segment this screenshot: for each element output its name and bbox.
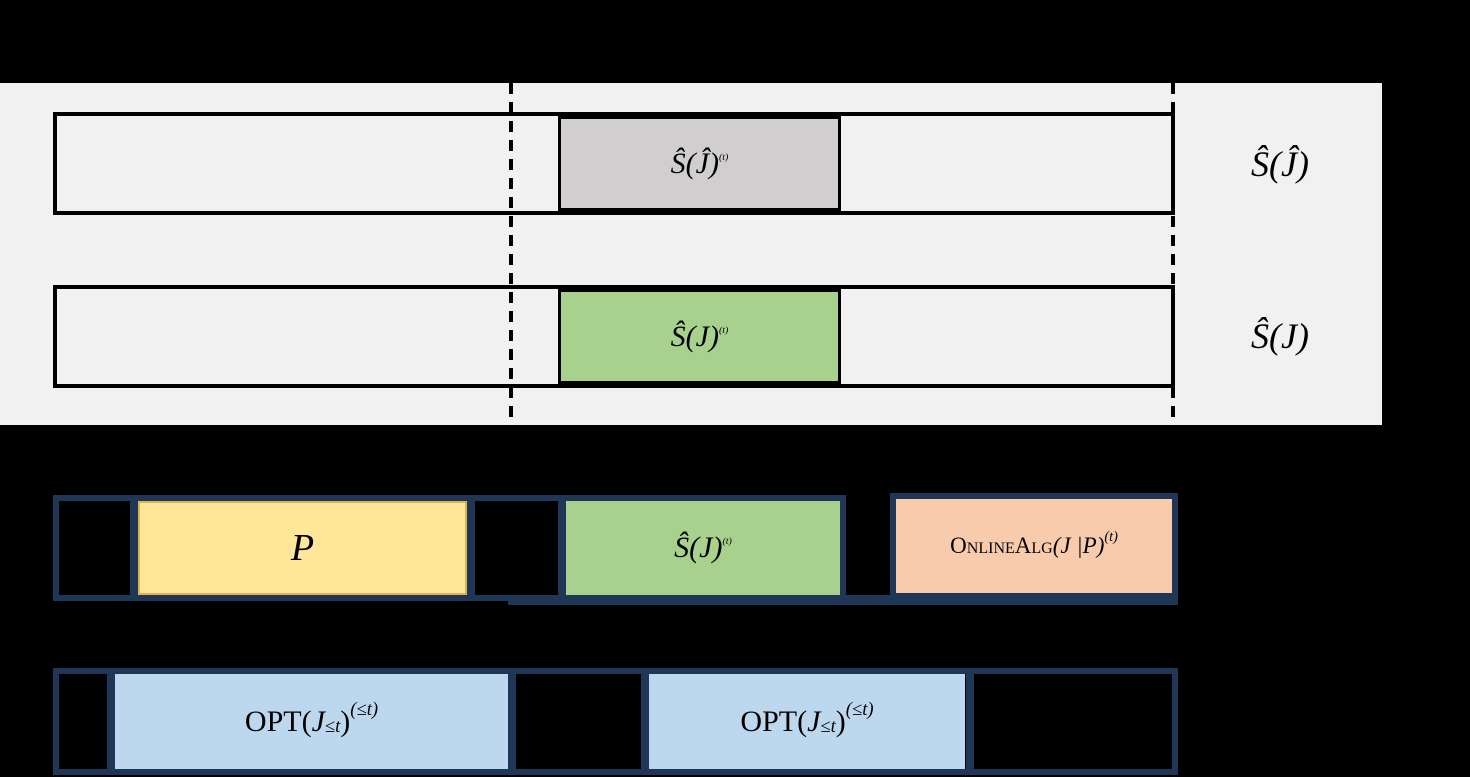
opt-segment-2: OPT(J≤t)(≤t) <box>649 674 965 769</box>
cell-divider <box>107 674 115 769</box>
cell-divider <box>966 674 974 769</box>
cell-divider <box>467 501 475 595</box>
opt-prefix: OPT( <box>244 704 312 738</box>
opt-jobs-symbol: J <box>807 704 821 738</box>
bottom-bar: OPT(J≤t)(≤t) OPT(J≤t)(≤t) <box>53 668 1178 775</box>
segment-label: Ŝ(Ĵ) <box>670 146 719 180</box>
upper-panel: Ŝ(Ĵ)(t) Ŝ(J)(t) Ŝ(Ĵ) Ŝ(J) <box>0 83 1382 425</box>
cell-divider <box>508 674 516 769</box>
opt-prefix: OPT( <box>740 704 808 738</box>
middle-bar: P Ŝ(J)(t) <box>53 495 846 601</box>
segment-shat-jhat-t: Ŝ(Ĵ)(t) <box>558 116 841 211</box>
opt-superscript: (≤t) <box>845 698 874 720</box>
machine-bar-estimated-jobs: Ŝ(Ĵ)(t) <box>53 112 1175 215</box>
cell-divider <box>641 674 649 769</box>
middle-bar-underline <box>508 597 1178 605</box>
middle-bar-bottom-bridge <box>846 595 890 601</box>
schedule-label-superscript: (t) <box>722 536 732 548</box>
side-label-text: Ŝ(Ĵ) <box>1251 144 1309 184</box>
dashed-line-right <box>1171 83 1175 425</box>
opt-segment-1: OPT(J≤t)(≤t) <box>115 674 508 769</box>
opt-jobs-symbol: J <box>311 704 325 738</box>
prediction-segment: P <box>138 501 467 595</box>
opt-subscript: ≤t <box>324 716 341 738</box>
online-alg-name: OnlineAlg <box>950 533 1053 558</box>
side-label-shat-j: Ŝ(J) <box>1185 304 1375 368</box>
segment-label-superscript: (t) <box>718 324 729 336</box>
opt-superscript: (≤t) <box>350 698 379 720</box>
cell-divider <box>130 501 138 595</box>
opt-subscript: ≤t <box>820 716 836 738</box>
online-alg-superscript: (t) <box>1104 528 1118 545</box>
side-label-text: Ŝ(J) <box>1251 316 1309 356</box>
cell-divider <box>558 501 566 595</box>
dashed-line-left <box>509 83 513 425</box>
segment-label: Ŝ(J) <box>670 319 719 353</box>
prediction-label: P <box>290 527 315 569</box>
side-label-shat-jhat: Ŝ(Ĵ) <box>1185 132 1375 196</box>
segment-shat-j-t: Ŝ(J)(t) <box>558 289 841 384</box>
schedule-segment: Ŝ(J)(t) <box>566 501 840 595</box>
segment-label-superscript: (t) <box>718 151 729 163</box>
opt-close-paren: ) <box>835 704 846 738</box>
opt-close-paren: ) <box>340 704 351 738</box>
schedule-label: Ŝ(J) <box>674 531 723 564</box>
online-alg-args: (J |P) <box>1052 533 1105 558</box>
online-alg-segment: OnlineAlg (J |P)(t) <box>890 493 1178 599</box>
machine-bar-real-jobs: Ŝ(J)(t) <box>53 285 1175 388</box>
